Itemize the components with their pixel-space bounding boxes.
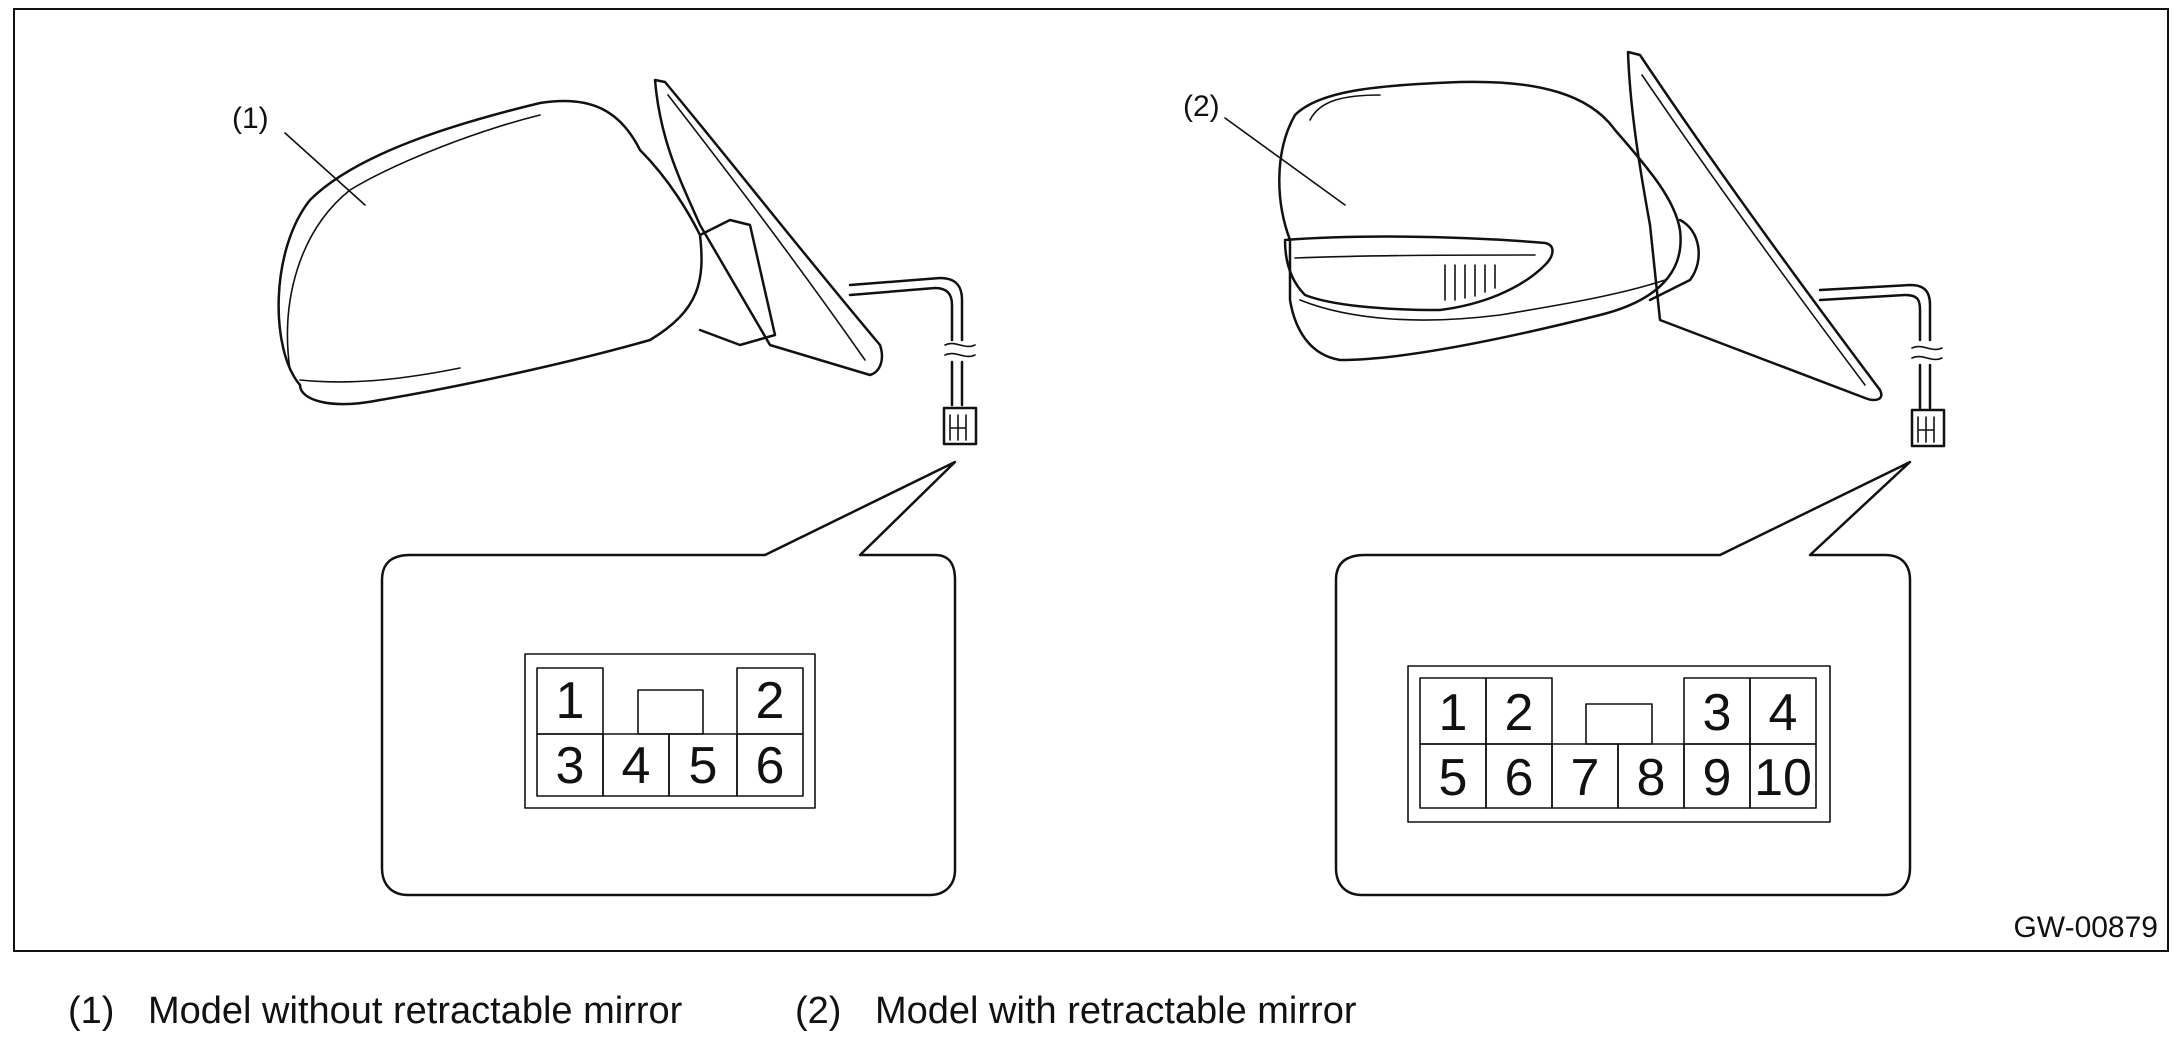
pin-label: 1 <box>556 672 585 730</box>
callout-leader-right <box>1224 117 1346 206</box>
pin-label: 6 <box>756 737 785 795</box>
legend-item-1: (1) Model without retractable mirror <box>68 990 682 1033</box>
pin-label: 7 <box>1571 749 1600 807</box>
pin-label: 5 <box>689 737 718 795</box>
callout-label-right: (2) <box>1183 90 1220 123</box>
legend-text: Model with retractable mirror <box>875 990 1357 1032</box>
legend-number: (2) <box>795 990 842 1032</box>
connector-view-bubble-left <box>380 460 957 897</box>
pin-label: 3 <box>1703 684 1732 742</box>
mirror-illustration-left <box>277 78 978 446</box>
connector-view-bubble-right <box>1334 460 1912 897</box>
figure-code: GW-00879 <box>2013 911 2158 944</box>
figure-frame <box>13 8 2169 952</box>
pin-label: 8 <box>1637 749 1666 807</box>
pin-label: 2 <box>1505 684 1534 742</box>
connector-face-right <box>1407 665 1831 823</box>
callout-leader-left <box>284 132 366 206</box>
legend-text: Model without retractable mirror <box>148 990 683 1032</box>
pin-label: 2 <box>756 672 785 730</box>
pin-label: 10 <box>1754 749 1812 807</box>
pin-label: 4 <box>622 737 651 795</box>
pin-label: 9 <box>1703 749 1732 807</box>
pin-label: 4 <box>1769 684 1798 742</box>
legend-number: (1) <box>68 990 115 1032</box>
pin-label: 6 <box>1505 749 1534 807</box>
connector-face-left <box>524 653 816 809</box>
callout-label-left: (1) <box>232 102 269 135</box>
pin-label: 3 <box>556 737 585 795</box>
legend-item-2: (2) Model with retractable mirror <box>795 990 1356 1033</box>
pin-label: 1 <box>1439 684 1468 742</box>
mirror-illustration-right <box>1278 50 1946 448</box>
pin-label: 5 <box>1439 749 1468 807</box>
